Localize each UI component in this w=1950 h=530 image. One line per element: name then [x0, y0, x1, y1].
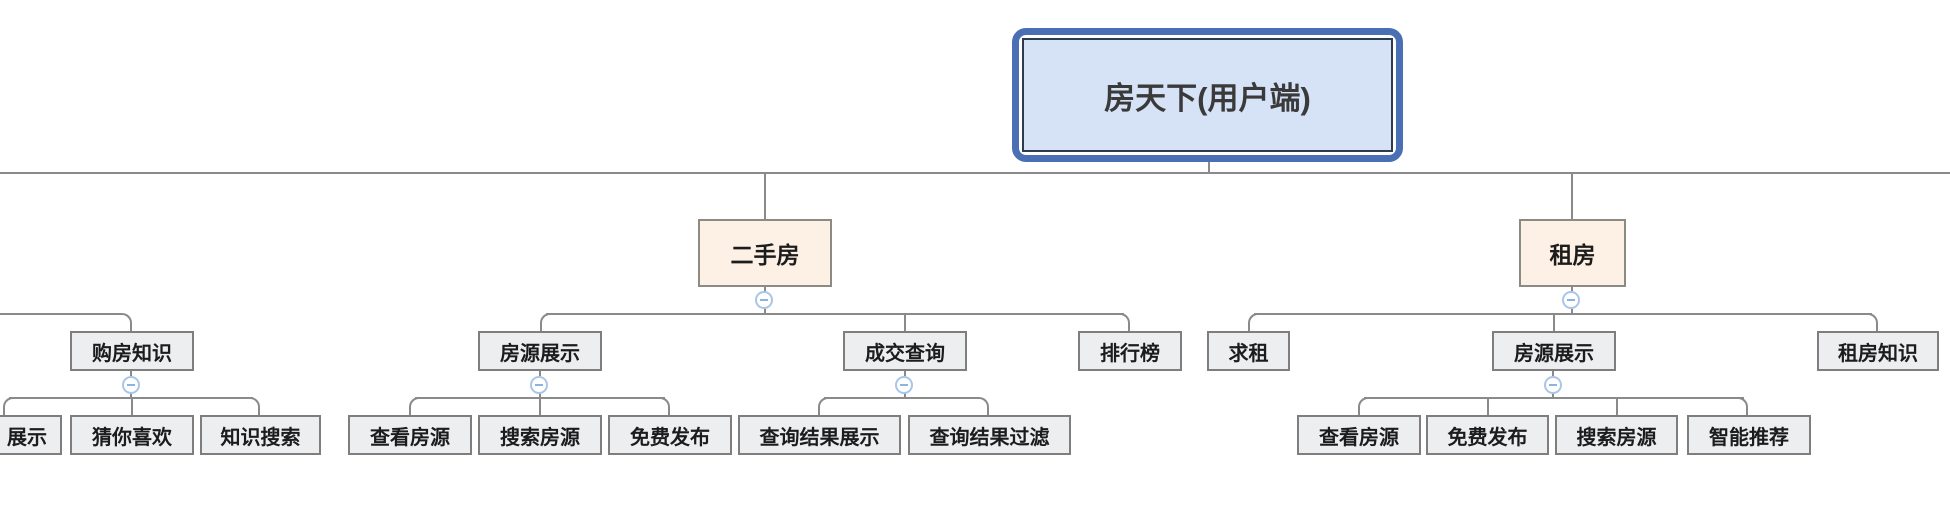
connector-rail	[824, 397, 980, 399]
connector-rail	[1254, 313, 1872, 315]
connector-corner	[1358, 397, 1370, 415]
connector-stub	[764, 308, 766, 314]
connector-drop-rent	[1571, 172, 1573, 219]
connector-root-stub	[1208, 162, 1210, 172]
node-guess-you-like[interactable]: 猜你喜欢	[70, 415, 194, 455]
connector-stub	[130, 371, 132, 376]
connector-drop	[1616, 397, 1618, 415]
connector-drop-secondhand	[764, 172, 766, 219]
node-query-result-display[interactable]: 查询结果展示	[738, 415, 901, 455]
connector-level2-rail	[0, 172, 1950, 174]
collapse-minus-icon[interactable]	[1562, 291, 1580, 309]
collapse-minus-icon[interactable]	[755, 291, 773, 309]
collapse-minus-icon[interactable]	[895, 376, 913, 394]
connector-corner	[1866, 313, 1878, 331]
connector-stub	[539, 371, 541, 376]
connector-corner	[3, 397, 15, 415]
connector-stub	[764, 287, 766, 292]
node-rent-house[interactable]: 租房	[1519, 219, 1626, 287]
connector-stub	[539, 393, 541, 397]
node-display-clipped[interactable]: 展示	[0, 415, 62, 455]
node-house-buying-knowledge[interactable]: 购房知识	[70, 331, 194, 371]
node-seek-rent[interactable]: 求租	[1207, 331, 1290, 371]
collapse-minus-icon[interactable]	[122, 376, 140, 394]
connector-corner	[818, 397, 830, 415]
node-listing-display-rent[interactable]: 房源展示	[1492, 331, 1616, 371]
connector-drop	[131, 397, 133, 415]
connector-drop	[539, 397, 541, 415]
connector-drop	[1553, 313, 1555, 331]
node-knowledge-search[interactable]: 知识搜索	[200, 415, 321, 455]
connector-corner	[409, 397, 421, 415]
node-search-listings-secondhand[interactable]: 搜索房源	[478, 415, 602, 455]
node-query-result-filter[interactable]: 查询结果过滤	[908, 415, 1071, 455]
node-listing-display-secondhand[interactable]: 房源展示	[478, 331, 602, 371]
connector-stub	[1571, 308, 1573, 314]
connector-corner	[540, 313, 552, 331]
connector-stub	[1552, 371, 1554, 376]
node-view-listings-rent[interactable]: 查看房源	[1297, 415, 1421, 455]
connector-corner	[248, 397, 260, 415]
connector-stub	[1552, 393, 1554, 397]
root-node-label: 房天下(用户端)	[1022, 38, 1393, 152]
connector-rail-offscreen	[0, 313, 122, 315]
root-node[interactable]: 房天下(用户端)	[1012, 28, 1403, 162]
connector-rail	[1364, 397, 1744, 399]
node-view-listings-secondhand[interactable]: 查看房源	[348, 415, 472, 455]
connector-corner	[977, 397, 989, 415]
node-free-post-rent[interactable]: 免费发布	[1426, 415, 1549, 455]
connector-stub	[904, 393, 906, 397]
collapse-minus-icon[interactable]	[530, 376, 548, 394]
connector-corner	[120, 313, 132, 331]
node-search-listings-rent[interactable]: 搜索房源	[1555, 415, 1678, 455]
connector-corner	[1118, 313, 1130, 331]
connector-stub	[904, 371, 906, 376]
connector-corner	[1248, 313, 1260, 331]
collapse-minus-icon[interactable]	[1544, 376, 1562, 394]
connector-stub	[1571, 287, 1573, 292]
connector-corner	[1736, 397, 1748, 415]
connector-drop	[1487, 397, 1489, 415]
node-free-post-secondhand[interactable]: 免费发布	[608, 415, 732, 455]
connector-corner	[658, 397, 670, 415]
connector-rail	[546, 313, 1124, 315]
node-ranking[interactable]: 排行榜	[1078, 331, 1182, 371]
connector-drop	[904, 313, 906, 331]
node-secondhand-house[interactable]: 二手房	[698, 219, 832, 287]
node-rent-knowledge[interactable]: 租房知识	[1817, 331, 1939, 371]
connector-stub	[130, 393, 132, 397]
node-smart-recommend[interactable]: 智能推荐	[1687, 415, 1811, 455]
node-deal-query[interactable]: 成交查询	[843, 331, 967, 371]
